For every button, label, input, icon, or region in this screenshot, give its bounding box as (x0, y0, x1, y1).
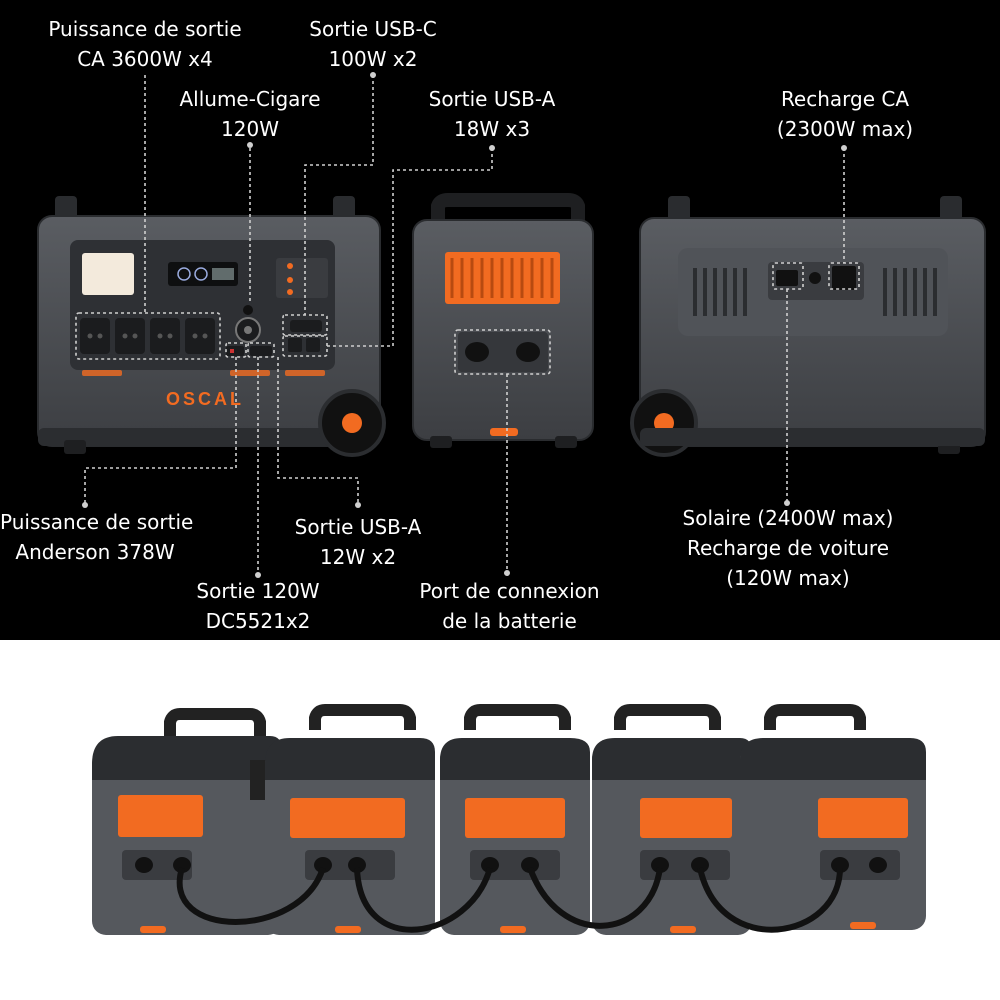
connection-cables (176, 866, 843, 933)
label-ac-charge: Recharge CA (2300W max) (760, 84, 930, 144)
battery-pack-front (412, 193, 594, 448)
power-station-front (37, 196, 386, 457)
label-line: Puissance de sortie (0, 510, 194, 534)
label-anderson: Puissance de sortie Anderson 378W (0, 507, 194, 567)
chain-unit-5 (740, 704, 926, 930)
label-line: Sortie USB-A (428, 87, 556, 111)
chain-unit-2 (265, 704, 435, 935)
label-battery-port: Port de connexion de la batterie (412, 576, 607, 636)
label-cigar: Allume-Cigare 120W (160, 84, 340, 144)
label-usba-12w: Sortie USB-A 12W x2 (283, 512, 433, 572)
battery-chain-illustration (92, 704, 926, 935)
label-line: Recharge de voiture (686, 536, 890, 560)
battery-chain-photo (0, 640, 1000, 1000)
label-line: Allume-Cigare (179, 87, 321, 111)
label-line: de la batterie (442, 609, 577, 633)
callout-lines (75, 72, 860, 578)
label-solar: Solaire (2400W max) Recharge de voiture … (668, 503, 908, 593)
label-line: Anderson 378W (15, 540, 175, 564)
devices-illustration: OSCAL (37, 72, 986, 578)
label-line: Puissance de sortie (48, 17, 242, 41)
label-dc5521: Sortie 120W DC5521x2 (178, 576, 338, 636)
label-line: Sortie USB-C (309, 17, 437, 41)
label-line: Port de connexion (419, 579, 600, 603)
brand-logo: OSCAL (166, 389, 244, 409)
label-line: 100W x2 (328, 47, 418, 71)
ac-outlets (80, 318, 215, 354)
chain-unit-3 (440, 704, 590, 935)
label-line: Solaire (2400W max) (682, 506, 894, 530)
label-line: Recharge CA (780, 87, 910, 111)
label-line: (120W max) (726, 566, 850, 590)
specs-panel: OSCAL (0, 0, 1000, 640)
label-line: CA 3600W x4 (77, 47, 213, 71)
label-usba-18w: Sortie USB-A 18W x3 (412, 84, 572, 144)
label-line: (2300W max) (776, 117, 914, 141)
label-line: Sortie 120W (196, 579, 320, 603)
chain-unit-1 (92, 708, 282, 935)
label-line: 120W (221, 117, 279, 141)
label-usbc: Sortie USB-C 100W x2 (293, 14, 453, 74)
power-station-back (630, 196, 986, 457)
chain-unit-4 (592, 704, 752, 935)
label-line: Sortie USB-A (294, 515, 422, 539)
label-ac-output: Puissance de sortie CA 3600W x4 (40, 14, 250, 74)
label-line: DC5521x2 (205, 609, 311, 633)
label-line: 18W x3 (453, 117, 531, 141)
label-line: 12W x2 (319, 545, 397, 569)
